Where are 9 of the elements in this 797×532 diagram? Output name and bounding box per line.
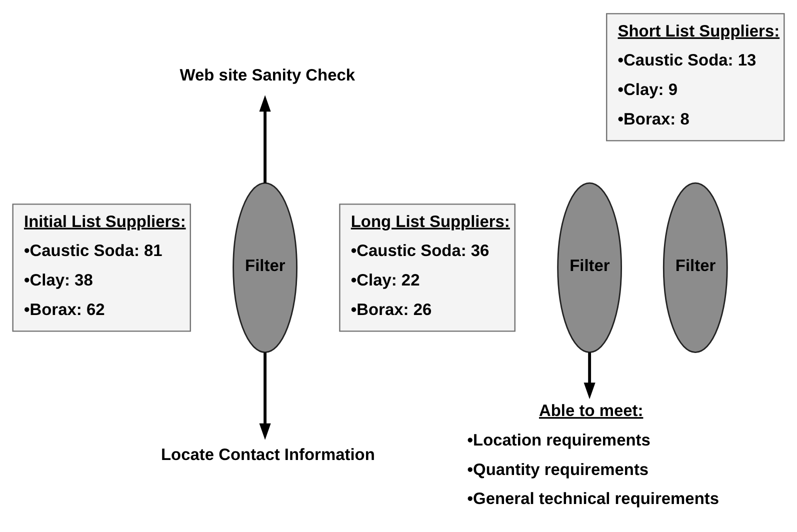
- arrow: [259, 352, 271, 440]
- node-ellipse: Filter: [662, 182, 728, 353]
- node-ellipse: Filter: [557, 182, 622, 353]
- arrow: [259, 94, 271, 183]
- arrow: [584, 352, 596, 399]
- node-text: Locate Contact Information: [160, 446, 375, 464]
- node-text: Able to meet: •Location requirements •Quantity requirements •General technical requirements: [467, 402, 720, 508]
- node-text: Web site Sanity Check: [180, 66, 356, 84]
- node-ellipse: Filter: [232, 182, 298, 353]
